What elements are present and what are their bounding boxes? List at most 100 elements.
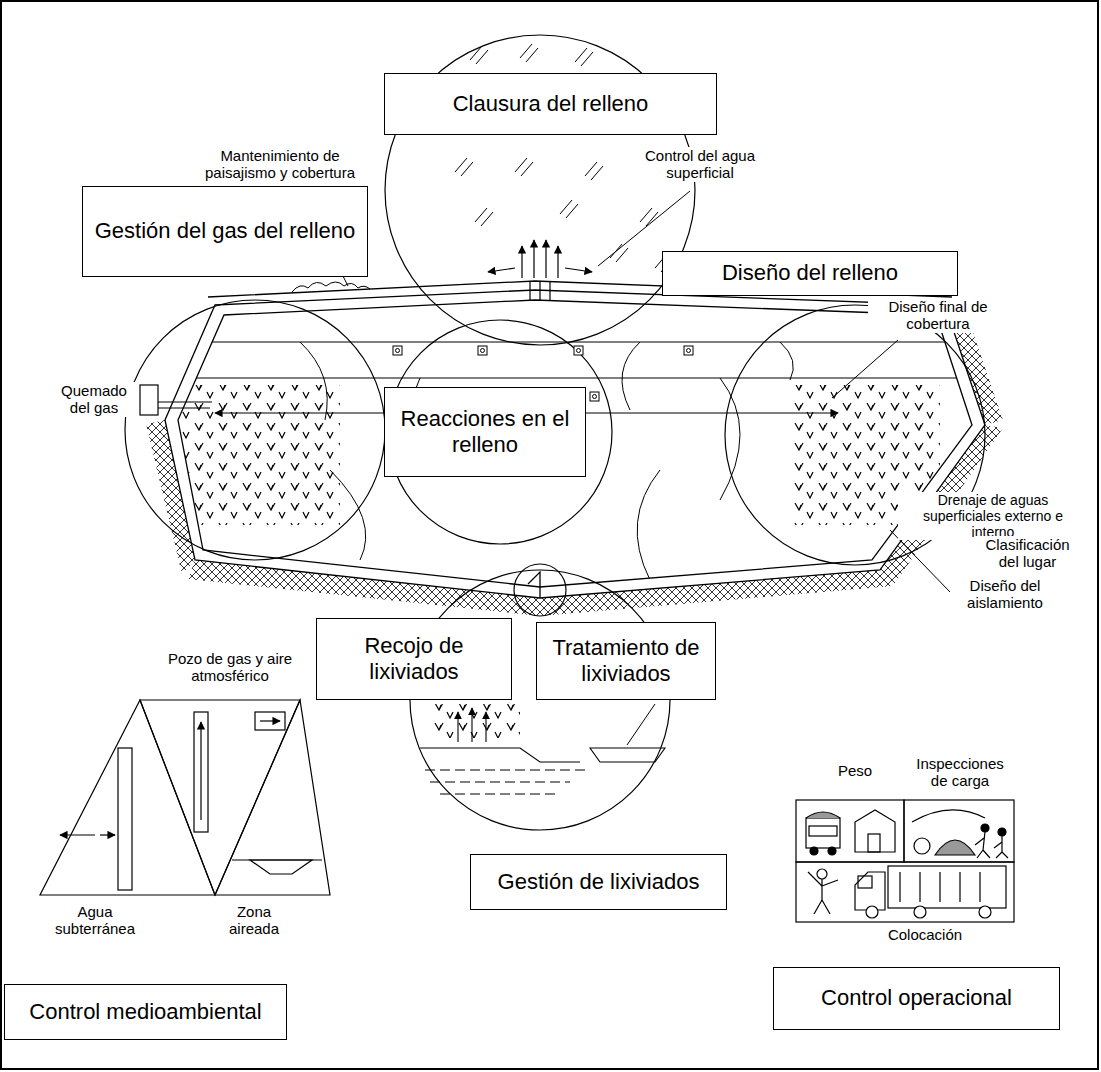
operation-panels (809, 826, 837, 836)
landfill-outline (165, 290, 985, 598)
callout-label: Drenaje de aguas superficiales externo e… (898, 492, 1088, 540)
stage-box: Reacciones en el relleno (384, 387, 586, 477)
stage-box: Tratamiento de lixiviados (536, 622, 716, 700)
leachate-marks (180, 385, 340, 525)
leader-line (300, 191, 950, 745)
waste-cells (637, 470, 660, 580)
waste-cells (150, 342, 1000, 580)
rain-strokes (575, 48, 593, 66)
operation-panels (900, 872, 980, 902)
gas-well-symbol (574, 346, 583, 355)
operation-panels (979, 906, 991, 918)
operation-panels (817, 869, 827, 879)
monitoring-triangles (140, 700, 300, 895)
monitoring-triangles (200, 722, 201, 820)
operation-panels (855, 872, 885, 910)
callout-label: Diseño final de cobertura (868, 298, 1008, 333)
leachate-detail (485, 712, 486, 742)
landscaping (292, 282, 370, 292)
rain-strokes (610, 244, 628, 262)
operation-panels (810, 847, 818, 855)
rain-strokes (475, 208, 493, 226)
stage-box: Gestión de lixiviados (470, 854, 727, 910)
operation-panels (796, 862, 1014, 922)
operation-panels (796, 800, 1014, 922)
operation-panels (975, 832, 990, 858)
callout-label: Clasificación del lugar (975, 536, 1080, 571)
callout-label: Inspecciones de carga (910, 755, 1010, 790)
vent-and-runoff (545, 240, 546, 278)
leachate-detail (471, 708, 472, 742)
operation-panels (914, 838, 930, 854)
gas-well-symbol (590, 392, 599, 401)
operation-panels (904, 800, 1014, 862)
waste-cells (780, 342, 793, 380)
box-text: Control operacional (821, 985, 1012, 1011)
leachate-marks (430, 704, 520, 738)
monitoring-triangles (194, 712, 208, 832)
stage-box: Gestión del gas del relleno (82, 186, 368, 277)
leachate-detail (425, 770, 585, 794)
stage-box: Control medioambiental (4, 984, 287, 1040)
gas-well-symbol (577, 349, 581, 353)
gas-well-symbol (478, 346, 487, 355)
gas-well-symbol (393, 346, 402, 355)
callout-label: Control del agua superficial (625, 147, 775, 182)
operation-panels (994, 836, 1008, 858)
box-text: Tratamiento de lixiviados (547, 635, 705, 688)
gas-well-symbol (684, 346, 693, 355)
operation-panels (796, 800, 904, 862)
waste-cells (622, 342, 640, 410)
operation-panels (828, 847, 836, 855)
box-text: Diseño del relleno (722, 260, 898, 286)
callout-label: Colocación (870, 926, 980, 943)
operation-panels (998, 828, 1006, 836)
operation-panels (935, 840, 975, 855)
box-text: Recojo de lixiviados (327, 633, 501, 686)
gas-flare (140, 385, 158, 415)
callout-label: Quemado del gas (52, 382, 136, 417)
operation-panels (806, 818, 840, 848)
box-text: Control medioambiental (29, 999, 261, 1025)
callout-label: Agua subterránea (45, 903, 145, 938)
waste-cells (150, 342, 1000, 343)
monitoring-triangles (250, 860, 312, 874)
vent-and-runoff (549, 281, 550, 300)
landfill-outline (178, 300, 972, 587)
landfill-outline (165, 281, 985, 598)
vent-and-runoff (557, 246, 558, 278)
vent-and-runoff (565, 268, 592, 272)
waste-cells (150, 378, 1000, 379)
gas-flare (158, 402, 212, 408)
gas-migration-arrows (215, 412, 384, 413)
leader-line (832, 340, 898, 398)
vent-and-runoff (488, 240, 592, 300)
stage-box: Clausura del relleno (384, 73, 717, 135)
callout-label: Pozo de gas y aire atmosférico (150, 650, 310, 685)
callout-label: Mantenimiento de paisajismo y cobertura (195, 147, 365, 182)
landscaping (292, 282, 370, 292)
rain-strokes (455, 158, 473, 176)
monitoring-triangles (40, 700, 215, 895)
leachate-detail (420, 748, 580, 762)
vent-and-runoff (533, 240, 534, 278)
monitoring-triangles (40, 700, 330, 895)
rain-strokes (585, 162, 603, 180)
stage-box: Diseño del relleno (662, 251, 958, 296)
gas-flare (140, 385, 212, 415)
operation-panels (912, 810, 985, 822)
monitoring-triangles (60, 834, 95, 835)
box-text: Clausura del relleno (453, 91, 649, 117)
vent-and-runoff (521, 246, 522, 278)
liner-hatch (188, 560, 540, 616)
rain-strokes (470, 46, 488, 64)
rain-strokes (520, 44, 538, 62)
box-text: Reacciones en el relleno (395, 406, 575, 459)
callout-label: Zona aireada (218, 903, 290, 938)
leachate-detail (420, 708, 665, 794)
operation-panels (888, 866, 1006, 908)
operation-panels (808, 872, 838, 914)
leachate-detail (457, 712, 458, 742)
operation-panels (855, 810, 895, 852)
box-text: Gestión de lixiviados (498, 869, 700, 895)
